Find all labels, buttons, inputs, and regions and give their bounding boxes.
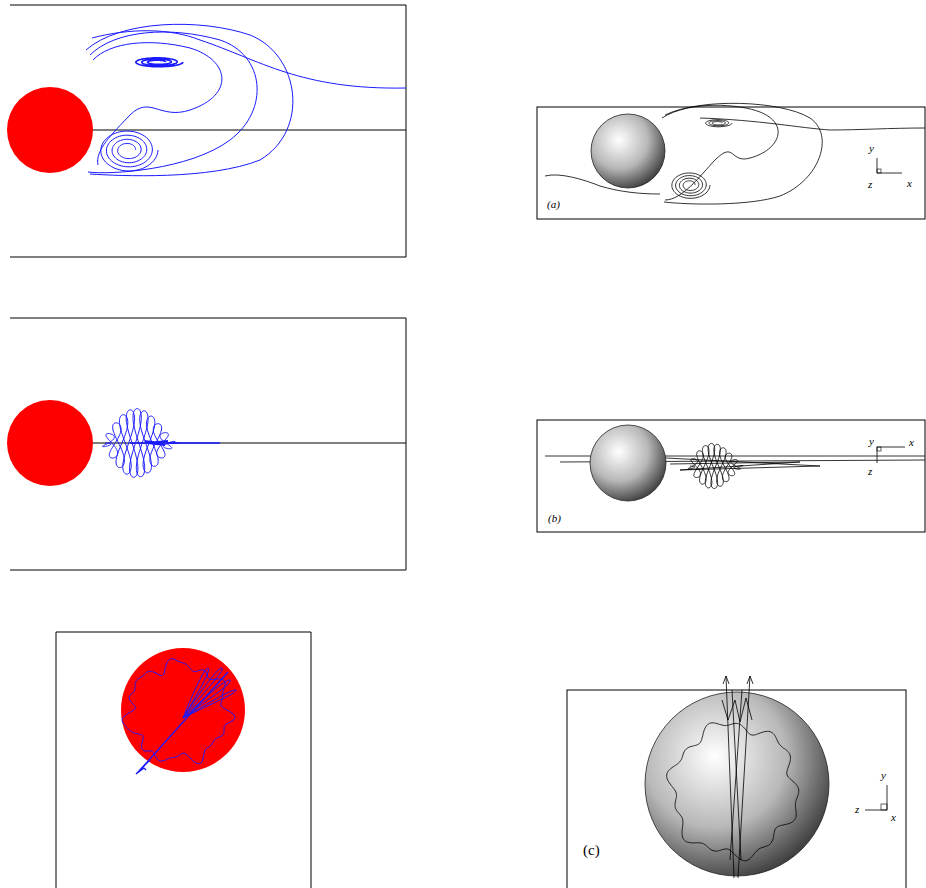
axis-line — [93, 443, 406, 444]
panel-label: (b) — [548, 513, 561, 524]
streamline — [722, 676, 752, 878]
sphere — [7, 400, 93, 486]
sphere — [7, 87, 93, 173]
streamline — [666, 458, 820, 470]
sphere — [121, 648, 245, 772]
streamline — [136, 760, 150, 774]
frame-line — [10, 257, 406, 258]
frame-line — [10, 5, 406, 6]
streamline — [88, 32, 257, 173]
streamline — [92, 31, 406, 88]
panel-frame — [567, 690, 906, 888]
panel-label: (c) — [583, 843, 600, 858]
streamline — [662, 105, 778, 200]
streamline — [140, 672, 228, 770]
streamline — [122, 659, 235, 764]
frame-line — [311, 632, 312, 888]
sphere — [590, 425, 666, 501]
streamline — [706, 120, 732, 127]
frame-line — [406, 5, 407, 257]
panel-frame — [537, 107, 925, 219]
axis-corner — [877, 169, 881, 173]
axis-label: y — [881, 770, 886, 781]
streamline — [723, 676, 753, 684]
axis-corner — [877, 447, 881, 451]
panel-a-left — [7, 24, 406, 175]
streamline — [93, 43, 222, 165]
streamline — [664, 103, 822, 204]
axis-label: x — [909, 437, 914, 448]
axis-label: y — [869, 436, 874, 447]
axis-label: x — [907, 178, 912, 189]
panel-b-left — [7, 400, 406, 486]
frame-line — [56, 632, 57, 888]
streamline — [86, 24, 293, 175]
streamline — [145, 441, 168, 445]
panel-a-right — [545, 103, 925, 204]
axis-label: z — [855, 804, 859, 815]
axis-label: y — [869, 143, 874, 154]
frame-line — [56, 632, 311, 633]
streamline — [700, 118, 925, 130]
axis-corner — [881, 804, 887, 810]
streamline — [136, 58, 183, 67]
streamline — [545, 175, 660, 194]
panel-label: (a) — [547, 199, 560, 210]
frame-line — [10, 318, 406, 319]
frame-line — [406, 318, 407, 570]
axis-label: z — [868, 179, 872, 190]
axis-label: x — [891, 812, 896, 823]
axis-line — [93, 130, 406, 131]
panel-c-right — [667, 676, 799, 878]
streamline — [130, 442, 220, 444]
panel-frame — [537, 420, 925, 532]
sphere — [591, 114, 665, 188]
frame-line — [10, 570, 406, 571]
axis-label: z — [868, 466, 872, 477]
